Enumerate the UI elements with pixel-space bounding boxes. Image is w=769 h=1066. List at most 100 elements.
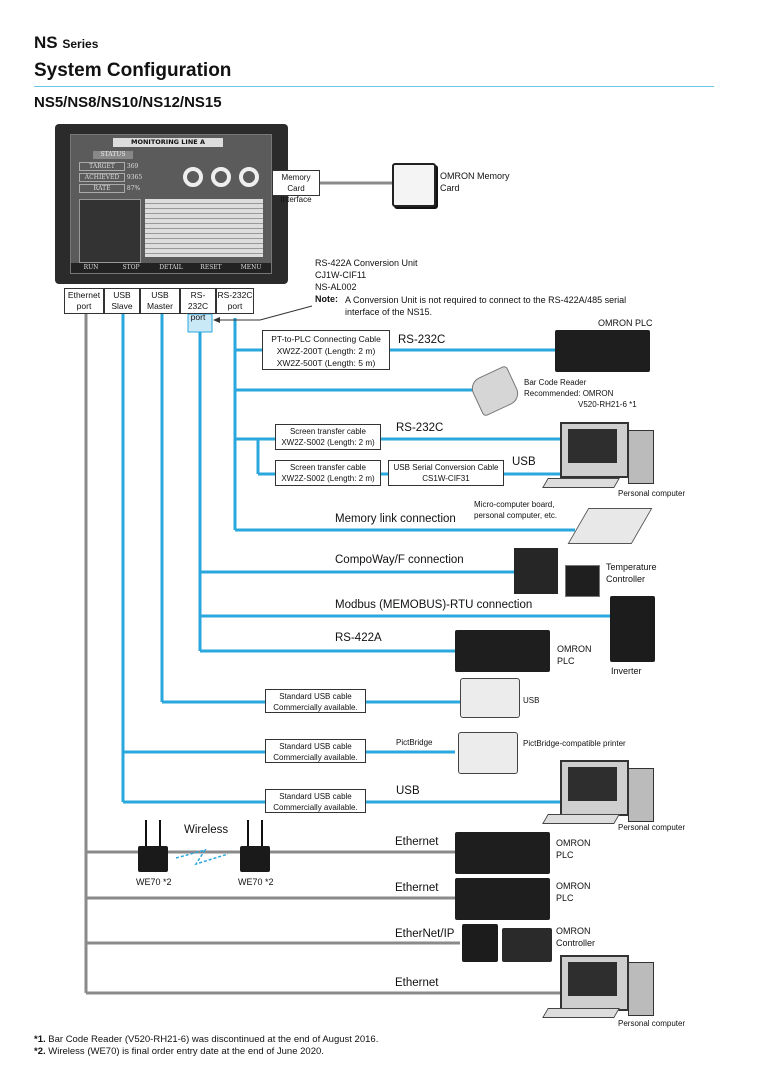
- memory-card-icon: [392, 163, 436, 207]
- hmi-button-stop: STOP: [122, 264, 140, 271]
- keyboard-icon-2: [542, 814, 620, 824]
- omron-plc-label-2b: PLC: [557, 656, 575, 666]
- hmi-screen-title: MONITORING LINE A: [113, 138, 223, 147]
- barcode-label-1: Bar Code Reader: [524, 378, 587, 387]
- hmi-gauge-icon: [239, 167, 259, 187]
- we70-label-b: WE70 *2: [238, 877, 274, 887]
- title-rule: [34, 86, 714, 87]
- usb-label-2: USB: [523, 696, 540, 705]
- usb-cable-note: Commercially available.: [273, 803, 358, 812]
- memory-card-interface: Memory Card Interface: [272, 170, 320, 204]
- rs232c-label-1: RS-232C: [398, 334, 446, 346]
- temperature-controller-label-2: Controller: [606, 574, 646, 584]
- memory-card-label: OMRON Memory Card: [440, 171, 510, 193]
- omron-controller-label-1: OMRON: [556, 926, 591, 936]
- conversion-unit-model-2: NS-AL002: [315, 282, 357, 292]
- pc-tower-icon-2: [628, 768, 654, 822]
- ethernet-label-3: Ethernet: [395, 977, 439, 989]
- usb-cable-box-3: Standard USB cable Commercially availabl…: [265, 789, 366, 813]
- memory-link-label: Memory link connection: [335, 513, 456, 525]
- omron-plc-label-4a: OMRON: [556, 881, 591, 891]
- omron-controller-device-b: [502, 928, 552, 962]
- usb-cable-note: Commercially available.: [273, 753, 358, 762]
- conversion-unit-note-text: A Conversion Unit is not required to con…: [345, 295, 627, 317]
- omron-plc-device-3: [455, 832, 550, 874]
- hmi-data-panel: [79, 199, 141, 263]
- printer-icon-2: [458, 732, 518, 774]
- pt-plc-cable-box: PT-to-PLC Connecting Cable XW2Z-200T (Le…: [262, 330, 390, 370]
- screen-cable-title: Screen transfer cable: [289, 463, 367, 472]
- modbus-label: Modbus (MEMOBUS)-RTU connection: [335, 599, 533, 611]
- we70-device-b: [240, 846, 270, 872]
- omron-plc-label-1: OMRON PLC: [598, 318, 653, 328]
- personal-computer-label-3: Personal computer: [618, 1019, 686, 1028]
- usb-serial-cable-box: USB Serial Conversion Cable CS1W-CIF31: [388, 460, 504, 486]
- we70-label-a: WE70 *2: [136, 877, 172, 887]
- footnote-mark: *1.: [34, 1034, 46, 1045]
- series-heading: NS Series: [34, 33, 98, 53]
- omron-plc-label-2a: OMRON: [557, 644, 592, 654]
- footnote-text: Bar Code Reader (V520-RH21-6) was discon…: [48, 1034, 379, 1045]
- temperature-controller-device: [565, 565, 600, 597]
- screen-cable-title: Screen transfer cable: [289, 427, 367, 436]
- hmi-button-menu: MENU: [240, 264, 262, 271]
- hmi-terminal: MONITORING LINE A STATUS TARGET 369 ACHI…: [55, 124, 288, 284]
- personal-computer-label-1: Personal computer: [618, 489, 686, 498]
- port-row: Ethernet port USB Slave USB Master RS-23…: [64, 288, 254, 322]
- inverter-label: Inverter: [611, 666, 642, 676]
- omron-plc-device-2: [455, 630, 550, 672]
- series-name: NS: [34, 33, 58, 52]
- hmi-row-target: TARGET 369: [79, 162, 154, 171]
- we70-device-a: [138, 846, 168, 872]
- footnote-1: *1. Bar Code Reader (V520-RH21-6) was di…: [34, 1034, 378, 1045]
- hmi-button-detail: DETAIL: [159, 264, 183, 271]
- screen-cable-model: XW2Z-S002 (Length: 2 m): [281, 438, 375, 447]
- temperature-controller-rack: [514, 548, 558, 594]
- wireless-label: Wireless: [184, 824, 229, 836]
- hmi-row-label: RATE: [79, 184, 125, 193]
- pictbridge-printer-label: PictBridge-compatible printer: [523, 739, 626, 748]
- pc-tower-icon-1: [628, 430, 654, 484]
- usb-cable-note: Commercially available.: [273, 703, 358, 712]
- screen-cable-box-1: Screen transfer cable XW2Z-S002 (Length:…: [275, 424, 381, 450]
- usb-cable-title: Standard USB cable: [279, 792, 352, 801]
- hmi-row-achieved: ACHIEVED 9365: [79, 173, 154, 182]
- hmi-row-value: 9365: [126, 174, 143, 181]
- we70-antenna-icon-a2: [159, 820, 161, 848]
- usb-label-3: USB: [396, 785, 420, 797]
- port-usb-slave: USB Slave: [104, 288, 140, 314]
- footnote-2: *2. Wireless (WE70) is final order entry…: [34, 1046, 324, 1057]
- hmi-button-run: RUN: [83, 264, 99, 271]
- usb-cable-box-1: Standard USB cable Commercially availabl…: [265, 689, 366, 713]
- temperature-controller-label-1: Temperature: [606, 562, 657, 572]
- usb-serial-cable-model: CS1W-CIF31: [422, 474, 470, 483]
- model-subtitle: NS5/NS8/NS10/NS12/NS15: [34, 94, 222, 111]
- personal-computer-label-2: Personal computer: [618, 823, 686, 832]
- screen-cable-box-2: Screen transfer cable XW2Z-S002 (Length:…: [275, 460, 381, 486]
- personal-computer-icon-2: [560, 760, 629, 816]
- port-rs232c-1: RS-232C port: [180, 288, 216, 322]
- omron-plc-label-3a: OMRON: [556, 838, 591, 848]
- omron-plc-device-1: [555, 330, 650, 372]
- hmi-gauge-icon: [211, 167, 231, 187]
- inverter-device: [610, 596, 655, 662]
- omron-plc-label-4b: PLC: [556, 893, 574, 903]
- ethernet-label-1: Ethernet: [395, 836, 439, 848]
- screen-cable-model: XW2Z-S002 (Length: 2 m): [281, 474, 375, 483]
- series-suffix: Series: [62, 37, 99, 51]
- pt-plc-cable-model-2: XW2Z-500T (Length: 5 m): [276, 358, 376, 368]
- omron-plc-device-4: [455, 878, 550, 920]
- ethernet-ip-label: EtherNet/IP: [395, 928, 455, 940]
- barcode-label-3: V520-RH21-6 *1: [578, 400, 637, 409]
- ethernet-label-2: Ethernet: [395, 882, 439, 894]
- usb-cable-title: Standard USB cable: [279, 692, 352, 701]
- compoway-label: CompoWay/F connection: [335, 554, 464, 566]
- hmi-gauge-icon: [183, 167, 203, 187]
- hmi-row-value: 369: [126, 163, 139, 170]
- micro-board-label-2: personal computer, etc.: [474, 511, 558, 520]
- micro-board-label-1: Micro-computer board,: [474, 500, 555, 509]
- omron-controller-device-a: [462, 924, 498, 962]
- hmi-button-reset: RESET: [200, 264, 222, 271]
- hmi-status-label: STATUS: [93, 151, 133, 159]
- port-usb-master: USB Master: [140, 288, 180, 314]
